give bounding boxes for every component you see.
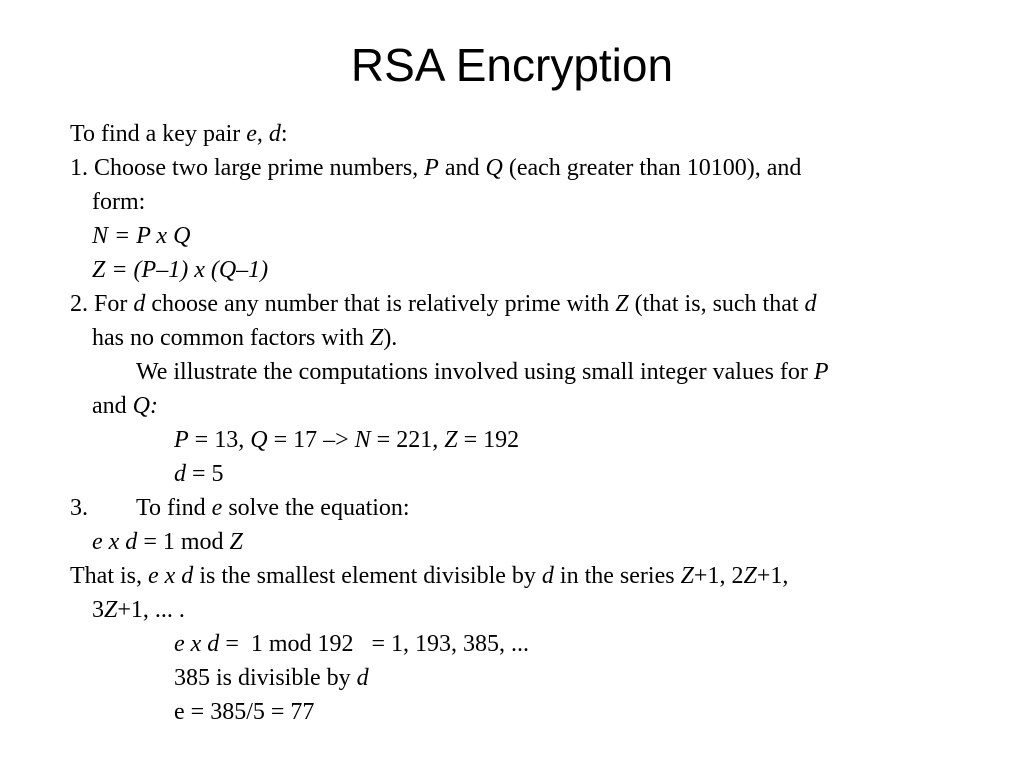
text-line: 2. For d choose any number that is relat… (70, 291, 817, 317)
text-line: 3. (70, 495, 88, 521)
text-line: 1. Choose two large prime numbers, P and… (70, 155, 802, 181)
slide-title: RSA Encryption (350, 39, 674, 91)
text-line: and Q: (92, 393, 158, 419)
formula-line: N = P x Q (92, 223, 191, 249)
text-line: form: (92, 189, 146, 215)
formula-line: Z = (P–1) x (Q–1) (92, 257, 269, 283)
formula-line: e x d = 1 mod Z (92, 529, 243, 555)
text-line: 3Z+1, ... . (92, 597, 185, 623)
text-line: To find a key pair e, d: (70, 121, 288, 147)
text-line: has no common factors with Z). (92, 325, 398, 351)
formula-line: e = 385/5 = 77 (174, 699, 315, 725)
text-line: To find e solve the equation: (136, 495, 410, 521)
formula-line: e x d = 1 mod 192 = 1, 193, 385, ... (174, 631, 530, 657)
text-line: 385 is divisible by d (174, 665, 369, 691)
text-line: That is, e x d is the smallest element d… (70, 563, 789, 589)
formula-line: P = 13, Q = 17 –> N = 221, Z = 192 (174, 427, 520, 453)
formula-line: d = 5 (174, 461, 224, 487)
text-line: We illustrate the computations involved … (136, 359, 829, 385)
